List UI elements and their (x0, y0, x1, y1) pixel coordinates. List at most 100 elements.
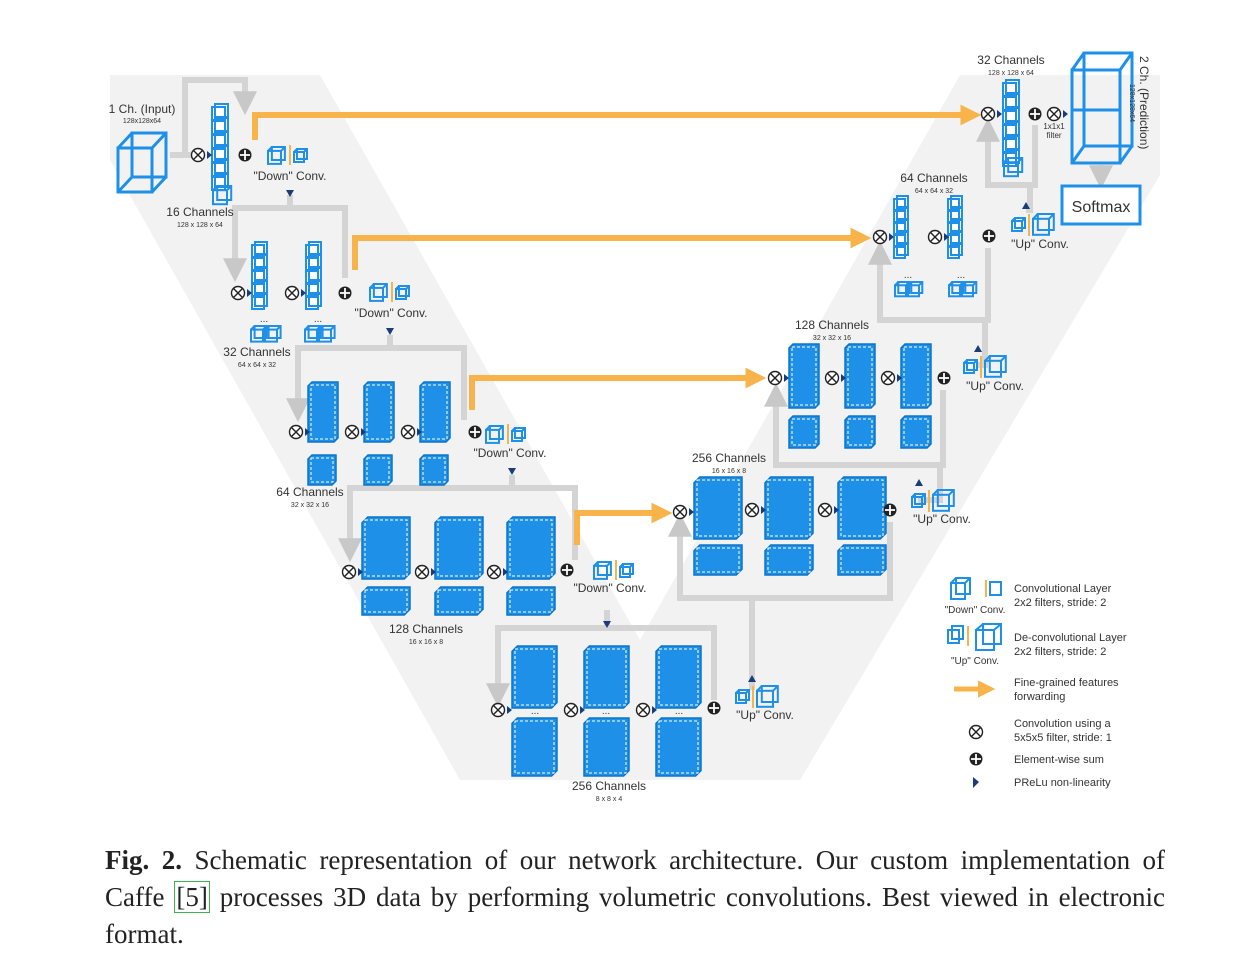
stage32-cube-2 (264, 325, 282, 343)
up-conv-icon-3-big (984, 355, 1007, 378)
stage32-column-2 (305, 241, 322, 310)
legend-convop-line2: 5x5x5 filter, stride: 1 (1014, 732, 1112, 744)
input-volume (116, 131, 168, 194)
caption-reference-link[interactable]: [5] (174, 881, 210, 913)
conv-icons (267, 145, 1055, 708)
down-conv-icon-3-small (511, 427, 526, 442)
conv-op-u256-1 (672, 504, 694, 520)
stage16-dim: 128 x 128 x 64 (177, 222, 223, 229)
up64-dim: 64 x 64 x 32 (915, 188, 953, 195)
stage64-block-2 (363, 381, 395, 443)
up128-dim: 32 x 32 x 16 (813, 335, 851, 342)
ellipsis-7: ... (957, 270, 965, 281)
stage32-column-1 (251, 241, 268, 310)
sum-op-s32 (338, 286, 352, 300)
legend-deconv-line1: De-convolutional Layer (1014, 632, 1127, 644)
forward-arrows (252, 104, 982, 545)
up128-small-3 (900, 415, 932, 449)
conv-op-u64-1 (872, 229, 894, 245)
pred-title: 2 Ch. (Prediction) (1137, 56, 1151, 149)
up256-block-3 (837, 476, 887, 540)
stage256-lower-2 (583, 717, 630, 777)
conv-op-u64-2 (927, 229, 949, 245)
ellipsis-5: ... (675, 706, 683, 717)
conv-op-s256-2 (563, 702, 585, 718)
prediction-volume (1070, 51, 1134, 165)
sum-op-u256 (883, 503, 897, 517)
down-conv-icon-2-big (369, 283, 388, 302)
sum-op-u32 (1028, 107, 1042, 121)
stage128-block-3 (506, 516, 556, 580)
legend-deconv-line2: 2x2 filters, stride: 2 (1014, 646, 1106, 658)
stage128-title: 128 Channels (389, 622, 463, 636)
legend-sum-label: Element-wise sum (1014, 754, 1104, 766)
stage64-block-1 (307, 381, 339, 443)
conv-op-s32-1 (230, 285, 252, 301)
legend: "Down" Conv. Convolutional Layer 2x2 fil… (945, 577, 1127, 789)
legend-conv-line1: Convolutional Layer (1014, 583, 1112, 595)
stage256-lower-3 (655, 717, 702, 777)
up-conv-label-1: "Up" Conv. (736, 708, 794, 722)
legend-convop-line1: Convolution using a (1014, 718, 1112, 730)
ellipsis-2: ... (314, 314, 322, 325)
diagram-labels: 1 Ch. (Input) 128x128x64 16 Channels 128… (109, 53, 1151, 803)
down-conv-icon-1 (267, 145, 308, 165)
stage128-block-2 (434, 516, 484, 580)
stage64-dim: 32 x 32 x 16 (291, 502, 329, 509)
up256-dim: 16 x 16 x 8 (712, 468, 746, 475)
ellipsis-4: ... (602, 706, 610, 717)
feature-blocks (211, 79, 1024, 777)
up32-column (1002, 79, 1020, 167)
up-conv-icon-3-small (963, 359, 978, 374)
down-conv-icon-2 (369, 282, 410, 302)
down-conv-icon-3 (485, 424, 526, 444)
legend-forward-line1: Fine-grained features (1014, 677, 1119, 689)
up-conv-icon-2-big (932, 489, 955, 512)
legend-conv-sub: "Down" Conv. (945, 605, 1006, 616)
down-conv-label-1: "Down" Conv. (254, 169, 327, 183)
down-mark-4 (603, 621, 611, 628)
up-conv-label-3: "Up" Conv. (966, 379, 1024, 393)
operators (190, 106, 1068, 718)
legend-deconv-sub: "Up" Conv. (951, 656, 999, 667)
up128-block-2 (844, 343, 876, 409)
up128-block-3 (900, 343, 932, 409)
up-conv-icon-4-small (1011, 217, 1026, 232)
up-mark-1 (748, 675, 756, 682)
stage64-small-3 (419, 454, 449, 486)
sum-op-u64 (982, 229, 996, 243)
legend-conv-icon (950, 577, 1002, 600)
up64-cube-2 (907, 281, 924, 298)
down-conv-label-3: "Down" Conv. (474, 446, 547, 460)
up64-cube-4 (961, 281, 978, 298)
stage256-lower-1 (511, 717, 558, 777)
stage128-small-1 (361, 586, 411, 616)
conv-op-s64-3 (400, 424, 422, 440)
down-conv-icon-2-small (395, 285, 410, 300)
up64-title: 64 Channels (900, 171, 967, 185)
up256-small-2 (764, 544, 814, 576)
up32-dim: 128 x 128 x 64 (988, 70, 1034, 77)
stage32-title: 32 Channels (223, 345, 290, 359)
conv-op-s256-3 (635, 702, 657, 718)
stage256-title: 256 Channels (572, 779, 646, 793)
legend-conv-line2: 2x2 filters, stride: 2 (1014, 597, 1106, 609)
pred-dim: 128x128x64 (1128, 84, 1135, 122)
conv-op-u128-3 (880, 370, 902, 386)
legend-prelu-icon (973, 777, 979, 788)
softmax-label: Softmax (1072, 199, 1131, 216)
stage64-small-1 (307, 454, 337, 486)
figure-caption: Fig. 2. Schematic representation of our … (105, 842, 1165, 953)
up32-title: 32 Channels (977, 53, 1044, 67)
up256-small-3 (837, 544, 887, 576)
up128-small-1 (788, 415, 820, 449)
conv-op-s64-2 (344, 424, 366, 440)
caption-fig-label: Fig. 2. (105, 845, 182, 875)
up256-block-1 (693, 476, 743, 540)
up-mark-4 (1022, 202, 1030, 209)
up-conv-icon-2 (911, 489, 955, 512)
up256-title: 256 Channels (692, 451, 766, 465)
up64-column-2 (947, 195, 963, 259)
up256-block-2 (764, 476, 814, 540)
stage256-dim: 8 x 8 x 4 (596, 796, 623, 803)
